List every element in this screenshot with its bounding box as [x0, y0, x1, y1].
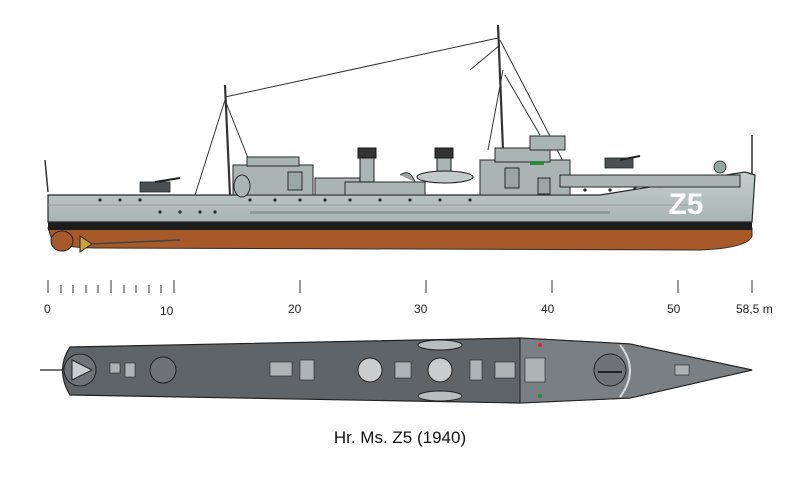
side-profile: Z5 — [44, 24, 756, 253]
scale-label-max: 58,5 m — [736, 302, 773, 316]
funnels — [357, 147, 474, 184]
hull-side — [47, 171, 756, 223]
scale-label-40: 40 — [541, 302, 555, 316]
scale-label-50: 50 — [667, 302, 681, 316]
scale-label-0: 0 — [44, 302, 51, 316]
hull-underwater — [47, 227, 753, 251]
hull-number: Z5 — [668, 188, 703, 221]
superstructure — [232, 135, 741, 198]
top-view — [40, 337, 753, 404]
propeller — [50, 230, 181, 253]
scale-label-10: 10 — [160, 304, 174, 318]
rigging — [44, 24, 753, 196]
boot-top — [48, 222, 752, 230]
forecastle-deck — [519, 337, 753, 404]
scale-label-20: 20 — [288, 302, 302, 316]
figure-caption: Hr. Ms. Z5 (1940) — [333, 428, 467, 447]
scale-bar — [47, 280, 753, 293]
scale-label-30: 30 — [414, 302, 428, 316]
deck-fittings — [139, 155, 727, 193]
